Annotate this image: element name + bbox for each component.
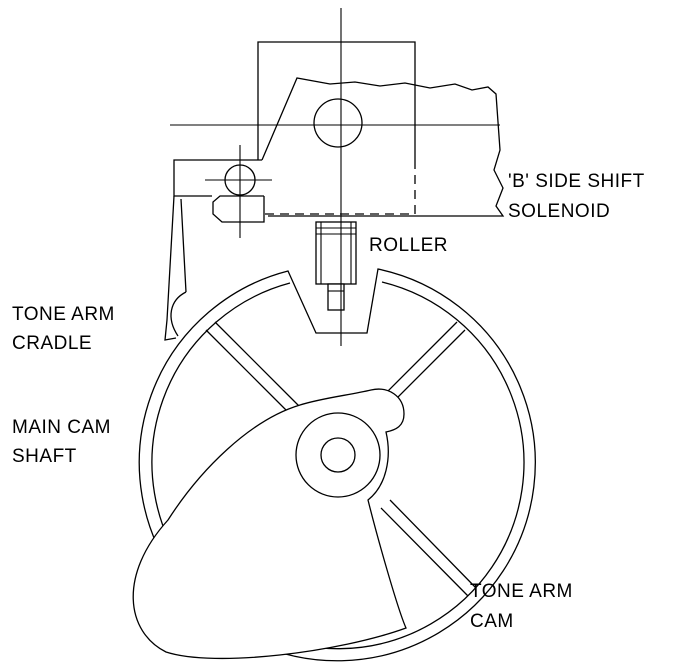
solenoid-pivot-circle xyxy=(313,98,363,148)
plunger-body xyxy=(315,221,357,285)
cradle-hook xyxy=(170,291,187,337)
tone-arm-cam-wheel xyxy=(138,268,536,662)
shaft-outer-circle xyxy=(295,412,381,498)
shaft-inner-circle xyxy=(320,437,356,473)
roller-plunger xyxy=(315,221,357,311)
cam-spoke-lower-right xyxy=(380,499,477,597)
label-roller: ROLLER xyxy=(369,235,448,256)
label-tone-arm-cam-1: TONE ARM xyxy=(470,581,573,602)
label-main-cam-shaft-2: SHAFT xyxy=(12,446,77,467)
plunger-tip xyxy=(327,283,345,311)
main-cam-shaft xyxy=(132,388,407,660)
cam-outer-rim xyxy=(138,268,536,662)
solenoid-hidden-edges xyxy=(262,160,416,215)
cradle-inner-box xyxy=(212,195,265,223)
label-tone-arm-cradle-2: CRADLE xyxy=(12,333,92,354)
cradle-bracket xyxy=(173,159,262,197)
cam-spoke-upper-left xyxy=(205,321,306,421)
cam-inner-rim xyxy=(151,281,525,650)
solenoid-frame xyxy=(257,41,416,160)
label-tone-arm-cam-2: CAM xyxy=(470,611,514,632)
label-main-cam-shaft-1: MAIN CAM xyxy=(12,417,111,438)
solenoid-assembly xyxy=(170,41,505,217)
label-b-side-shift-solenoid-1: 'B' SIDE SHIFT xyxy=(508,171,645,192)
labels: 'B' SIDE SHIFT SOLENOID ROLLER TONE ARM … xyxy=(12,171,645,632)
cam-lobe xyxy=(132,388,407,660)
solenoid-body xyxy=(261,77,505,217)
cradle-arm xyxy=(164,195,187,341)
label-b-side-shift-solenoid-2: SOLENOID xyxy=(508,201,610,222)
label-tone-arm-cradle-1: TONE ARM xyxy=(12,304,115,325)
tone-arm-cradle xyxy=(164,145,272,341)
